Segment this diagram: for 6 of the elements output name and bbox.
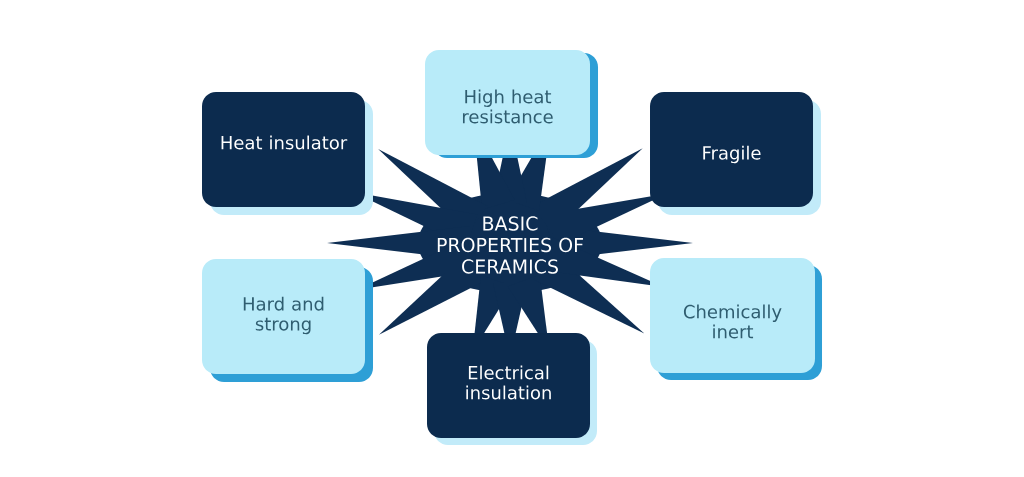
rounded-box: Chemically inert [650,258,822,380]
rounded-box: Electrical insulation [427,333,597,445]
rounded-box: Hard and strong [202,259,373,382]
rounded-box: Heat insulator [202,92,373,215]
rounded-box: High heat resistance [425,50,598,158]
rounded-box: Fragile [650,92,821,215]
